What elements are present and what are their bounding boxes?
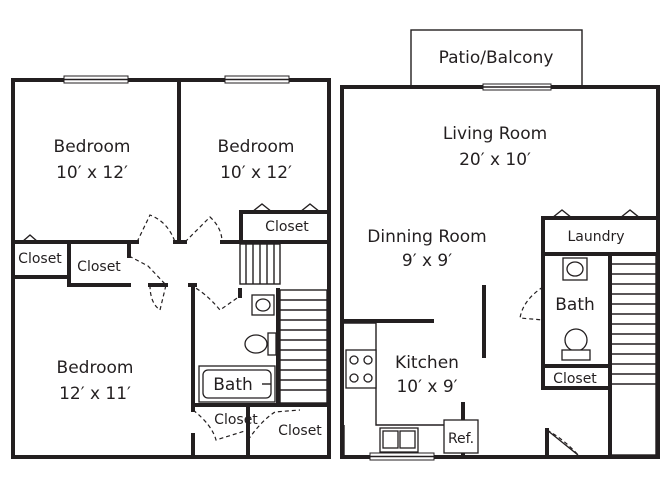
toilet-icon	[244, 332, 277, 356]
door-swing	[136, 214, 176, 243]
bedroom-top-left-size: 10′ x 12′	[56, 163, 128, 183]
living-room-size: 20′ x 10′	[459, 150, 531, 170]
kitchen-name: Kitchen	[395, 353, 459, 373]
door-swing	[128, 255, 167, 286]
door-swing	[247, 409, 301, 441]
kitchen-size: 10′ x 9′	[396, 377, 457, 397]
dining-room-name: Dinning Room	[367, 227, 486, 247]
closet-bottom-mid-label: Closet	[214, 412, 258, 428]
left-unit: Bedroom 10′ x 12′ Bedroom 10′ x 12′ Bedr…	[11, 75, 331, 459]
bath-right-label: Bath	[555, 295, 595, 315]
door-swing	[192, 409, 249, 441]
toilet-icon	[561, 328, 591, 361]
bathtub-icon	[198, 365, 276, 403]
laundry-label: Laundry	[567, 229, 624, 245]
closet-top-right-label: Closet	[265, 219, 309, 235]
right-unit: Patio/Balcony Living Room 20′ x 10′ Dinn…	[340, 29, 660, 461]
bedroom-bottom-size: 12′ x 11′	[59, 384, 131, 404]
dining-room-size: 9′ x 9′	[402, 251, 452, 271]
sink-icon	[251, 294, 275, 316]
kitchen-sink-icon	[379, 427, 419, 453]
living-room-name: Living Room	[443, 124, 547, 144]
door-swing	[184, 216, 223, 243]
bedroom-top-right-size: 10′ x 12′	[220, 163, 292, 183]
bedroom-top-right-name: Bedroom	[218, 137, 295, 157]
left-unit-outer-wall	[11, 78, 331, 459]
door-swing	[149, 284, 167, 311]
bedroom-bottom-name: Bedroom	[57, 358, 134, 378]
stairs	[610, 253, 657, 456]
stairs	[239, 243, 328, 404]
closet-bottom-right-label: Closet	[278, 423, 322, 439]
patio-label: Patio/Balcony	[439, 48, 554, 68]
refrigerator-icon	[443, 419, 479, 454]
sink-icon	[562, 257, 588, 281]
door-swing	[189, 284, 241, 311]
closet-hall-label: Closet	[77, 259, 121, 275]
closet-left-label: Closet	[18, 251, 62, 267]
closet-right-label: Closet	[553, 371, 597, 387]
ref-label: Ref.	[448, 431, 474, 447]
door-swing	[519, 286, 544, 321]
bath-left-label: Bath	[213, 375, 253, 395]
stove-icon	[345, 349, 377, 389]
bedroom-top-left-name: Bedroom	[54, 137, 131, 157]
